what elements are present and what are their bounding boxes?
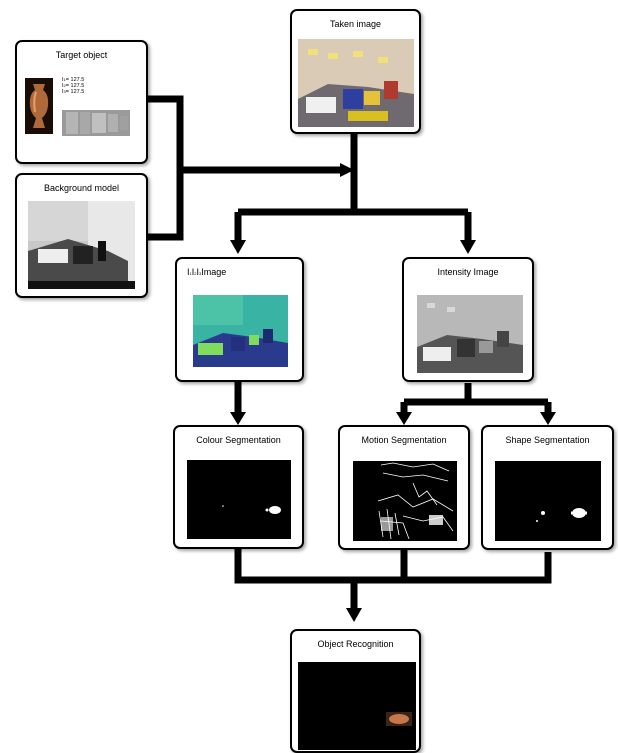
node-title: Intensity Image bbox=[437, 267, 499, 277]
node-title: Target object bbox=[55, 50, 108, 60]
node-title: Shape Segmentation bbox=[505, 435, 590, 445]
node-shape-segmentation: Shape Segmentation bbox=[481, 425, 614, 550]
intensity-image bbox=[417, 295, 523, 373]
title-sub3: 3 bbox=[199, 271, 202, 276]
title-image: Image bbox=[201, 267, 227, 277]
node-title: Background model bbox=[43, 183, 120, 193]
node-background-model: Background model bbox=[15, 173, 148, 298]
arrowheads bbox=[230, 163, 556, 622]
node-title: Colour Segmentation bbox=[196, 435, 281, 445]
arrow-to-shape bbox=[540, 412, 556, 425]
node-object-recognition: Object Recognition bbox=[290, 629, 421, 753]
arrow-to-taken bbox=[340, 163, 354, 177]
node-colour-segmentation: Colour Segmentation bbox=[173, 425, 304, 549]
arrow-to-recognition bbox=[346, 608, 362, 622]
title-sub1: 1 bbox=[189, 271, 192, 276]
shape-segmentation-image bbox=[495, 461, 601, 541]
flow-lines bbox=[148, 95, 552, 608]
i3-value: = 127.5 bbox=[65, 89, 85, 95]
i1i2i3-image bbox=[193, 295, 288, 367]
node-intensity-image: Intensity Image bbox=[402, 257, 534, 382]
i3-sub: 3 bbox=[63, 89, 66, 94]
i1-value: = 127.5 bbox=[65, 77, 85, 83]
i2-value: = 127.5 bbox=[65, 83, 85, 89]
node-title: Object Recognition bbox=[317, 639, 394, 649]
background-model-image bbox=[28, 201, 135, 289]
title-sub2: 2 bbox=[194, 271, 197, 276]
target-object-image bbox=[25, 78, 53, 134]
arrow-to-motion bbox=[396, 412, 412, 425]
merge-bottom-line bbox=[234, 548, 552, 584]
models-merge-line bbox=[148, 95, 184, 241]
i2-sub: 2 bbox=[63, 83, 66, 88]
arrow-to-i123 bbox=[230, 240, 246, 254]
target-texture-image bbox=[62, 110, 130, 136]
node-title: Motion Segmentation bbox=[361, 435, 447, 445]
taken-image bbox=[298, 39, 414, 127]
i3-label: I bbox=[62, 89, 64, 95]
i2-label: I bbox=[62, 83, 64, 89]
title-i2: I bbox=[191, 267, 195, 277]
object-recognition-image bbox=[298, 662, 416, 750]
arrow-to-colour bbox=[230, 412, 246, 425]
node-title: I1I2I3Image bbox=[187, 267, 226, 277]
target-intensity-values: I1= 127.5 I2= 127.5 I3= 127.5 bbox=[62, 77, 84, 95]
title-i1: I bbox=[187, 267, 190, 277]
i1-label: I bbox=[62, 77, 64, 83]
colour-segmentation-image bbox=[187, 460, 291, 539]
i1-sub: 1 bbox=[63, 77, 66, 82]
motion-segmentation-image bbox=[353, 461, 457, 541]
title-i3: I bbox=[196, 267, 200, 277]
node-target-object: Target object I1= 127.5 I2= 127.5 I3= 12… bbox=[15, 40, 148, 164]
node-title: Taken image bbox=[329, 19, 382, 29]
node-i1i2i3-image: I1I2I3Image bbox=[175, 257, 304, 382]
node-taken-image: Taken image bbox=[290, 9, 421, 134]
node-motion-segmentation: Motion Segmentation bbox=[338, 425, 470, 550]
arrow-to-intensity bbox=[460, 240, 476, 254]
